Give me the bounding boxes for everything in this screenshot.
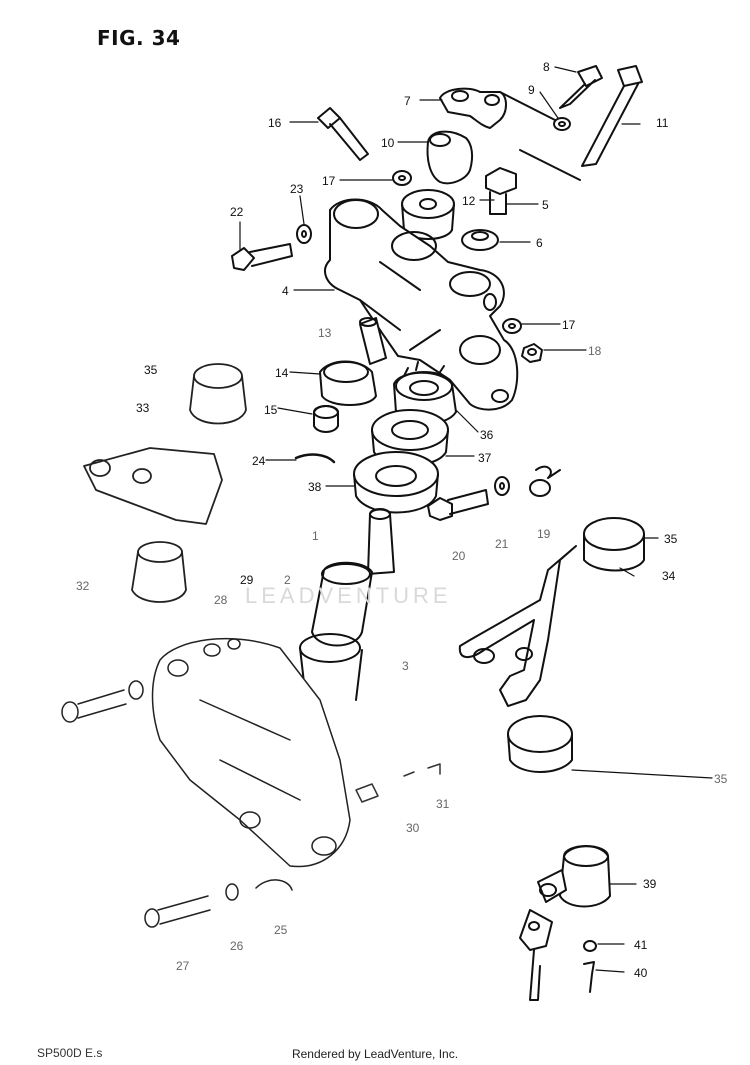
callout-25: 25 xyxy=(274,923,288,937)
callout-11: 11 xyxy=(656,116,669,130)
render-credit: Rendered by LeadVenture, Inc. xyxy=(291,1047,459,1061)
callout-40: 40 xyxy=(634,966,648,980)
callout-33: 33 xyxy=(136,401,150,415)
callout-31: 31 xyxy=(436,797,450,811)
callout-12: 12 xyxy=(462,194,476,208)
callout-13: 13 xyxy=(318,326,332,340)
nut-18 xyxy=(521,343,543,363)
ignition-switch-39 xyxy=(519,845,611,1001)
bolt-20 xyxy=(427,489,489,521)
bracket-bolt-left xyxy=(61,680,144,723)
callout-10: 10 xyxy=(381,136,395,150)
callout-26: 26 xyxy=(230,939,244,953)
small-fasteners xyxy=(355,763,441,803)
bolt-8 xyxy=(559,65,603,109)
footrest-bracket-left-33 xyxy=(83,447,223,525)
handlebar-lower-holder-10 xyxy=(426,91,581,185)
callout-28: 28 xyxy=(214,593,228,607)
callout-14: 14 xyxy=(275,366,289,380)
callout-41: 41 xyxy=(634,938,648,952)
callout-24: 24 xyxy=(252,454,266,468)
callout-38: 38 xyxy=(308,480,322,494)
rubber-cup-left-upper xyxy=(189,363,247,425)
callout-20: 20 xyxy=(452,549,466,563)
cushion-14 xyxy=(319,360,377,406)
callout-21: 21 xyxy=(495,537,509,551)
callout-32: 32 xyxy=(76,579,90,593)
leader-lines xyxy=(239,66,713,973)
callout-36: 36 xyxy=(480,428,494,442)
washer-41 xyxy=(583,940,597,952)
callout-39: 39 xyxy=(643,877,657,891)
callout-1: 1 xyxy=(312,529,319,543)
handlebar-upper-holder-7 xyxy=(439,87,507,129)
figure-title: FIG. 34 xyxy=(97,26,181,50)
wire-band-24 xyxy=(294,453,336,464)
washer-17-upper xyxy=(392,170,412,186)
callout-35-bottom: 35 xyxy=(714,772,728,786)
bearing-cone-38 xyxy=(353,451,439,514)
callout-17-upper: 17 xyxy=(322,174,336,188)
callout-6: 6 xyxy=(536,236,543,250)
bolt-11 xyxy=(581,65,643,167)
screw-40 xyxy=(583,961,595,993)
footrest-bracket-right-34 xyxy=(458,517,645,773)
washer-21 xyxy=(494,476,510,496)
callout-35-right: 35 xyxy=(664,532,678,546)
callout-3: 3 xyxy=(402,659,409,673)
collar-15 xyxy=(313,405,339,433)
callout-27: 27 xyxy=(176,959,190,973)
callout-29: 29 xyxy=(240,573,254,587)
callout-19: 19 xyxy=(537,527,551,541)
callout-7: 7 xyxy=(404,94,411,108)
callout-17-mid: 17 xyxy=(562,318,576,332)
bolt-16 xyxy=(317,107,369,161)
callout-5: 5 xyxy=(542,198,549,212)
callout-22: 22 xyxy=(230,205,244,219)
callout-35-left: 35 xyxy=(144,363,158,377)
watermark-text: LEADVENTURE xyxy=(245,583,452,608)
callout-15: 15 xyxy=(264,403,278,417)
lower-bracket xyxy=(151,637,351,868)
steering-stem-1 xyxy=(299,508,395,701)
callout-37: 37 xyxy=(478,451,492,465)
damper-13 xyxy=(359,317,387,365)
model-code: SP500D E.s xyxy=(37,1046,103,1060)
clip-19 xyxy=(529,465,561,497)
washer-17-mid xyxy=(502,318,522,334)
callout-18: 18 xyxy=(588,344,602,358)
callout-9: 9 xyxy=(528,83,535,97)
washer-9 xyxy=(553,117,571,131)
callout-16: 16 xyxy=(268,116,282,130)
bolt-12 xyxy=(485,167,517,215)
rubber-cup-left-lower xyxy=(131,541,187,603)
callout-8: 8 xyxy=(543,60,550,74)
callout-4: 4 xyxy=(282,284,289,298)
callout-23: 23 xyxy=(290,182,304,196)
bracket-bolt-lower xyxy=(144,879,293,928)
callout-2: 2 xyxy=(284,573,291,587)
steering-top-bracket-4 xyxy=(324,198,519,411)
washer-23 xyxy=(296,224,312,244)
washer-6 xyxy=(461,229,499,251)
bolt-22 xyxy=(231,243,293,271)
callout-30: 30 xyxy=(406,821,420,835)
callout-34: 34 xyxy=(662,569,676,583)
